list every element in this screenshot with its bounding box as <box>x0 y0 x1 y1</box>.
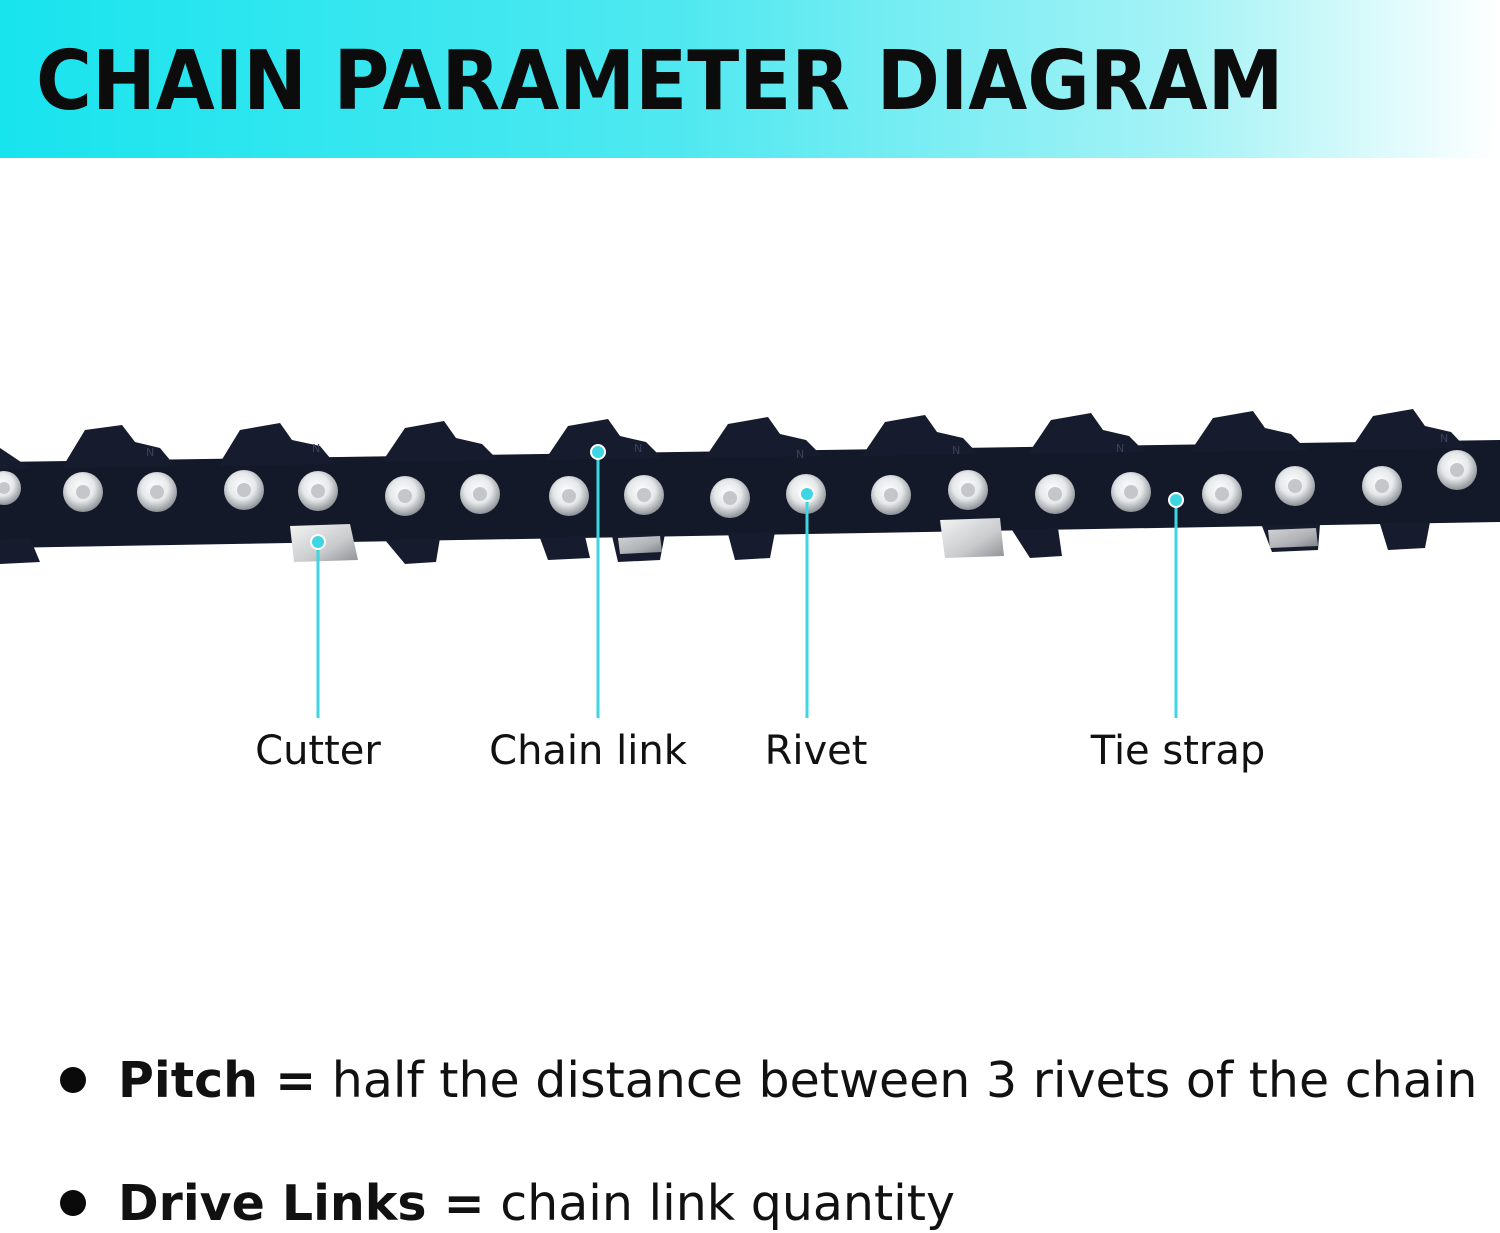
cutter-teeth <box>0 409 1466 470</box>
rivet <box>549 476 589 516</box>
rivet <box>871 475 911 515</box>
svg-text:N: N <box>634 442 642 455</box>
rivets <box>0 450 1477 518</box>
rivet <box>385 476 425 516</box>
rivet <box>710 478 750 518</box>
rivet <box>1111 472 1151 512</box>
rivet <box>137 472 177 512</box>
rivet <box>1275 466 1315 506</box>
rivet <box>63 472 103 512</box>
chain-link-marker <box>590 444 606 460</box>
bullet-icon <box>60 1189 86 1216</box>
rivet <box>298 471 338 511</box>
rivet <box>0 471 21 505</box>
rivet <box>1035 474 1075 514</box>
pitch-definition: Pitch = half the distance between 3 rive… <box>60 1052 1477 1109</box>
cutter-metal <box>290 518 1318 562</box>
tie-strap-marker <box>1168 492 1184 508</box>
cutter-label: Cutter <box>255 728 381 774</box>
chain-band <box>0 440 1500 548</box>
saw-chain: N N N N N N N <box>0 409 1500 564</box>
pitch-term: Pitch = <box>118 1052 317 1109</box>
svg-text:N: N <box>312 442 320 455</box>
rivet <box>224 470 264 510</box>
callout-lines <box>316 452 1178 718</box>
tie-strap-label: Tie strap <box>1090 728 1266 774</box>
rivet <box>948 470 988 510</box>
link-markings: N N N N N N N <box>146 432 1448 461</box>
title-banner <box>0 0 1500 158</box>
page-title: CHAIN PARAMETER DIAGRAM <box>36 34 1284 129</box>
cutter-marker <box>310 534 326 550</box>
rivet <box>1437 450 1477 490</box>
bullet-icon <box>60 1066 86 1093</box>
rivet <box>1202 474 1242 514</box>
svg-text:N: N <box>1440 432 1448 445</box>
chain-link-label: Chain link <box>489 728 687 774</box>
rivet <box>1362 466 1402 506</box>
drive-links-term: Drive Links = <box>118 1175 485 1232</box>
rivet <box>624 475 664 515</box>
svg-text:N: N <box>952 444 960 457</box>
pitch-text: half the distance between 3 rivets of th… <box>316 1052 1478 1109</box>
drive-links-text: chain link quantity <box>484 1175 955 1232</box>
rivet <box>460 474 500 514</box>
rivet-label: Rivet <box>764 728 868 774</box>
drive-links-definition: Drive Links = chain link quantity <box>60 1175 955 1232</box>
svg-text:N: N <box>1116 442 1124 455</box>
svg-text:N: N <box>146 446 154 459</box>
rivet-marker <box>799 486 815 502</box>
callout-markers <box>310 444 1184 550</box>
svg-text:N: N <box>796 448 804 461</box>
